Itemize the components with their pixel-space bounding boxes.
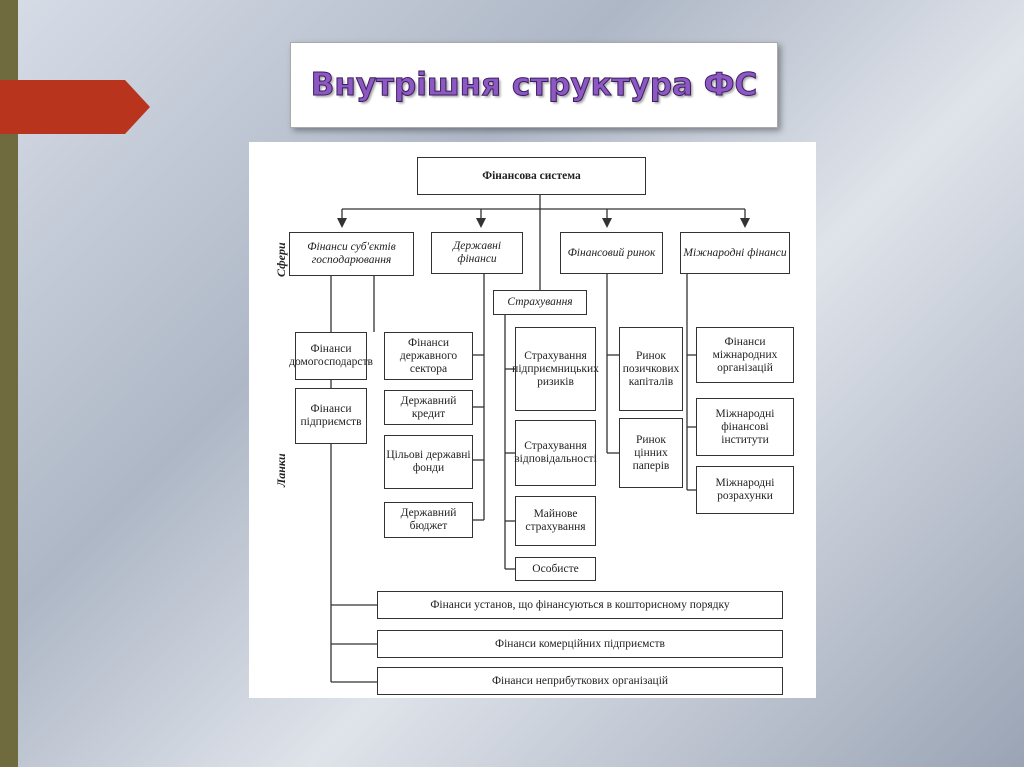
diagram-panel: Фінансова система Сфери Ланки Фінанси су… [249, 142, 816, 698]
link-business-risk-insurance: Страхування підприємницьких ризиків [515, 327, 596, 411]
link-state-credit: Державний кредит [384, 390, 473, 425]
link-nonprofit-organizations: Фінанси неприбуткових організацій [377, 667, 783, 695]
links-label: Ланки [274, 453, 289, 487]
slide-title-box: Внутрішня структура ФС [290, 42, 778, 128]
link-personal-insurance: Особисте [515, 557, 596, 581]
link-intl-institutions: Міжнародні фінансові інститути [696, 398, 794, 456]
link-liability-insurance: Страхування відповідальності [515, 420, 596, 486]
root-box: Фінансова система [417, 157, 646, 195]
link-budget-institutions: Фінанси установ, що фінансуються в кошто… [377, 591, 783, 619]
sphere-market: Фінансовий ринок [560, 232, 663, 274]
link-intl-settlements: Міжнародні розрахунки [696, 466, 794, 514]
link-public-sector: Фінанси державного сектора [384, 332, 473, 380]
sphere-international: Міжнародні фінанси [680, 232, 790, 274]
spheres-label: Сфери [274, 242, 289, 277]
link-loan-capital-market: Ринок позичкових капіталів [619, 327, 683, 411]
link-securities-market: Ринок цінних паперів [619, 418, 683, 488]
link-enterprises: Фінанси підприємств [295, 388, 367, 444]
sphere-business: Фінанси суб'єктів господарювання [289, 232, 414, 276]
link-target-funds: Цільові державні фонди [384, 435, 473, 489]
link-state-budget: Державний бюджет [384, 502, 473, 538]
link-intl-organizations: Фінанси міжнародних організацій [696, 327, 794, 383]
red-arrow-tab [0, 80, 150, 134]
link-households: Фінанси домогосподарств [295, 332, 367, 380]
sphere-state: Державні фінанси [431, 232, 523, 274]
link-property-insurance: Майнове страхування [515, 496, 596, 546]
sphere-insurance: Страхування [493, 290, 587, 315]
link-commercial-enterprises: Фінанси комерційних підприємств [377, 630, 783, 658]
slide-title: Внутрішня структура ФС [311, 67, 757, 103]
